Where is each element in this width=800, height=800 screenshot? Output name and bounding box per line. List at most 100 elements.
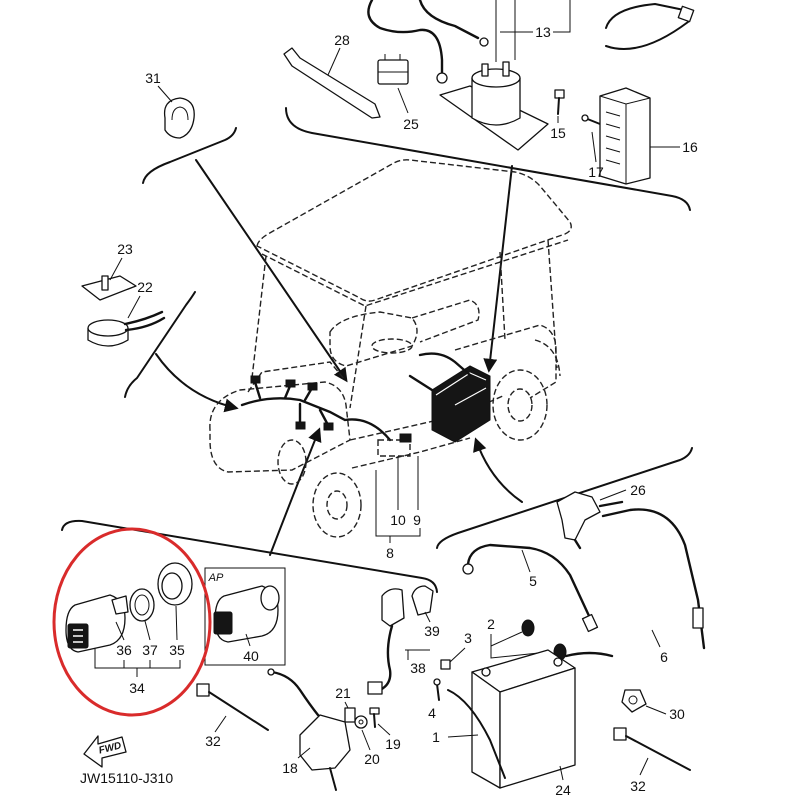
leader-38 <box>405 649 430 660</box>
box-40 <box>204 567 286 666</box>
boot-39 <box>411 585 434 616</box>
harness-connector-2 <box>285 379 296 388</box>
leader-19 <box>377 723 391 736</box>
cart-floor <box>351 437 471 469</box>
solenoid-cable-2 <box>418 0 480 40</box>
callout-3: 3 <box>464 630 472 646</box>
ring-nut-37 <box>129 588 155 622</box>
cart-post-front-left <box>251 255 267 379</box>
cart-seat <box>329 311 418 367</box>
callout-13: 13 <box>535 24 551 40</box>
part-38-lead <box>367 588 430 695</box>
leader-18 <box>297 747 311 759</box>
bracket-23-post <box>101 275 109 291</box>
cart-post-rear-inner <box>499 251 506 341</box>
fuse-holder-26-wire <box>573 500 624 550</box>
callout-19: 19 <box>385 736 401 752</box>
cart-battery <box>408 352 491 443</box>
terminal-boot-a <box>521 619 535 637</box>
callout-32-left: 32 <box>205 733 221 749</box>
battery-24-post-a <box>481 667 491 677</box>
cable-6-fuse <box>692 607 704 629</box>
callout-21: 21 <box>335 685 351 701</box>
part-24-battery <box>471 649 576 789</box>
terminal-3 <box>440 659 451 670</box>
ring-nut-37-inner <box>134 594 150 616</box>
cart-front-cowl <box>209 381 351 473</box>
cart-roof-edge <box>261 239 569 307</box>
leader-24 <box>559 765 564 781</box>
callout-20: 20 <box>364 751 380 767</box>
callout-25: 25 <box>403 116 419 132</box>
part-5-cable <box>462 543 599 633</box>
cart-front-left-wheel <box>277 439 307 485</box>
bolt-21 <box>344 707 356 723</box>
part-20-washer <box>354 715 371 751</box>
callout-28: 28 <box>334 32 350 48</box>
group-brackets <box>61 107 693 593</box>
harness-branches <box>253 380 330 427</box>
callout-2: 2 <box>487 616 495 632</box>
leader-5 <box>521 549 531 573</box>
harness-main <box>240 397 392 442</box>
cable-tie-left-head <box>196 683 210 697</box>
bracket-23 <box>81 275 137 301</box>
callout-1: 1 <box>432 729 440 745</box>
part-17-screw <box>581 114 601 163</box>
part-36-key-switch <box>65 594 129 653</box>
harness-connector-3 <box>307 382 318 391</box>
fuse-holder-26 <box>556 491 601 541</box>
fwd-arrow-shape <box>83 735 127 768</box>
solenoid-ring-terminal-2 <box>479 37 489 47</box>
part-32-cable-tie-right <box>613 727 691 776</box>
leader-28 <box>327 47 341 76</box>
leader-23 <box>109 257 123 281</box>
solenoid-ring-terminal-1 <box>436 72 448 84</box>
solenoid-terminal-a <box>481 63 489 77</box>
cart-front-wheel <box>312 472 362 538</box>
washer-20 <box>354 715 368 729</box>
leader-1 <box>447 734 479 738</box>
cart-rear-wheel-hub <box>507 388 533 422</box>
switch-18-plunger <box>329 767 337 791</box>
screw-19-head <box>369 707 380 715</box>
cart-seat-back <box>411 299 480 343</box>
cart-steering-wheel <box>371 338 413 354</box>
part-40-key-switch-ap <box>204 567 286 666</box>
cable-6 <box>601 508 706 650</box>
leader-2 <box>490 631 549 659</box>
callout-5: 5 <box>529 573 537 589</box>
bracket-top-left <box>142 127 237 184</box>
callout-15: 15 <box>550 125 566 141</box>
bolt-15-shaft <box>557 97 560 115</box>
cart-relay-plug <box>399 433 412 443</box>
golf-cart-outline <box>209 159 572 538</box>
callout-6: 6 <box>660 649 668 665</box>
cap-35-inner <box>161 572 183 600</box>
callout-18: 18 <box>282 760 298 776</box>
cart-far-rear-wheel <box>534 339 561 377</box>
cart-relay-10-9 <box>377 439 411 457</box>
harness-connector-4 <box>323 422 334 431</box>
forward-arrow: FWD <box>83 735 127 768</box>
leader-39 <box>424 611 431 623</box>
leader-32-left <box>214 715 227 733</box>
cart-battery-wires <box>408 352 472 392</box>
part-22-buzzer <box>87 295 166 347</box>
leader-top-left-to-harness <box>195 159 348 383</box>
harness-connector-1 <box>250 375 261 384</box>
part-16-resistor <box>599 87 680 185</box>
leader-21 <box>344 701 349 709</box>
part-15-bolt <box>554 89 565 123</box>
leader-31 <box>157 85 173 103</box>
cable-tie-top-head <box>677 5 695 23</box>
switch-18-cable-end <box>267 668 275 676</box>
cart-rear-body <box>454 324 557 399</box>
leader-30 <box>645 705 667 715</box>
part-31-clip <box>157 85 195 139</box>
leader-25 <box>397 87 409 114</box>
part-39-boot <box>411 585 434 623</box>
nut-30-hole <box>628 695 638 705</box>
cart-wire-harness <box>240 375 412 457</box>
leader-3 <box>449 647 466 663</box>
